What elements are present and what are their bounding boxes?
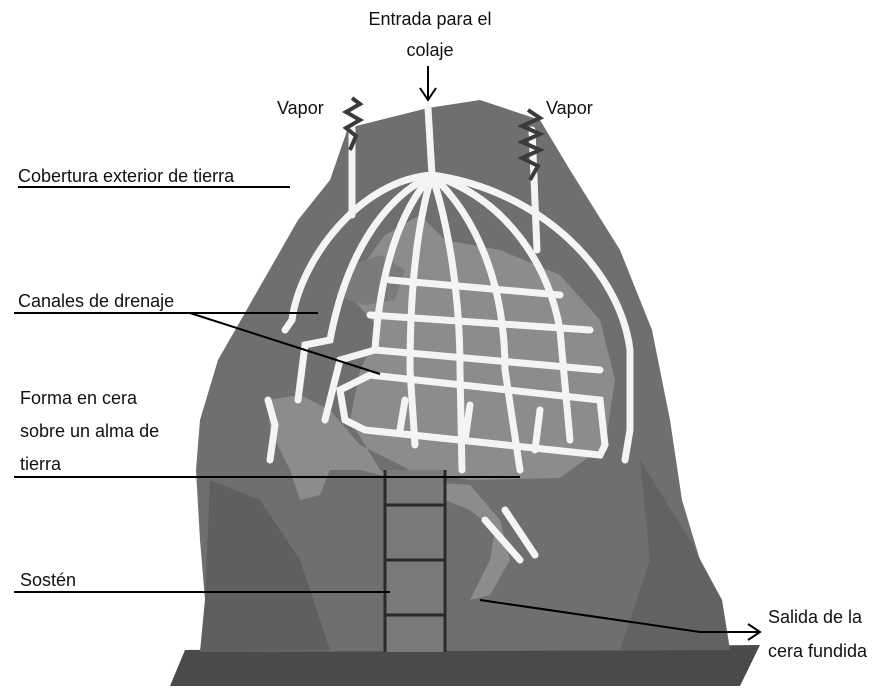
label-entrada-line2: colaje [345, 37, 515, 64]
label-vapor-left: Vapor [277, 95, 324, 122]
label-vapor-right: Vapor [546, 95, 593, 122]
label-cobertura: Cobertura exterior de tierra [18, 163, 234, 190]
label-forma-line2: sobre un alma de [20, 418, 159, 445]
label-salida-line2: cera fundida [768, 638, 867, 665]
label-forma-line1: Forma en cera [20, 385, 137, 412]
label-entrada-line1: Entrada para el [345, 6, 515, 33]
label-forma-line3: tierra [20, 451, 61, 478]
label-salida-line1: Salida de la [768, 604, 862, 631]
label-sosten: Sostén [20, 567, 76, 594]
label-canales: Canales de drenaje [18, 288, 174, 315]
